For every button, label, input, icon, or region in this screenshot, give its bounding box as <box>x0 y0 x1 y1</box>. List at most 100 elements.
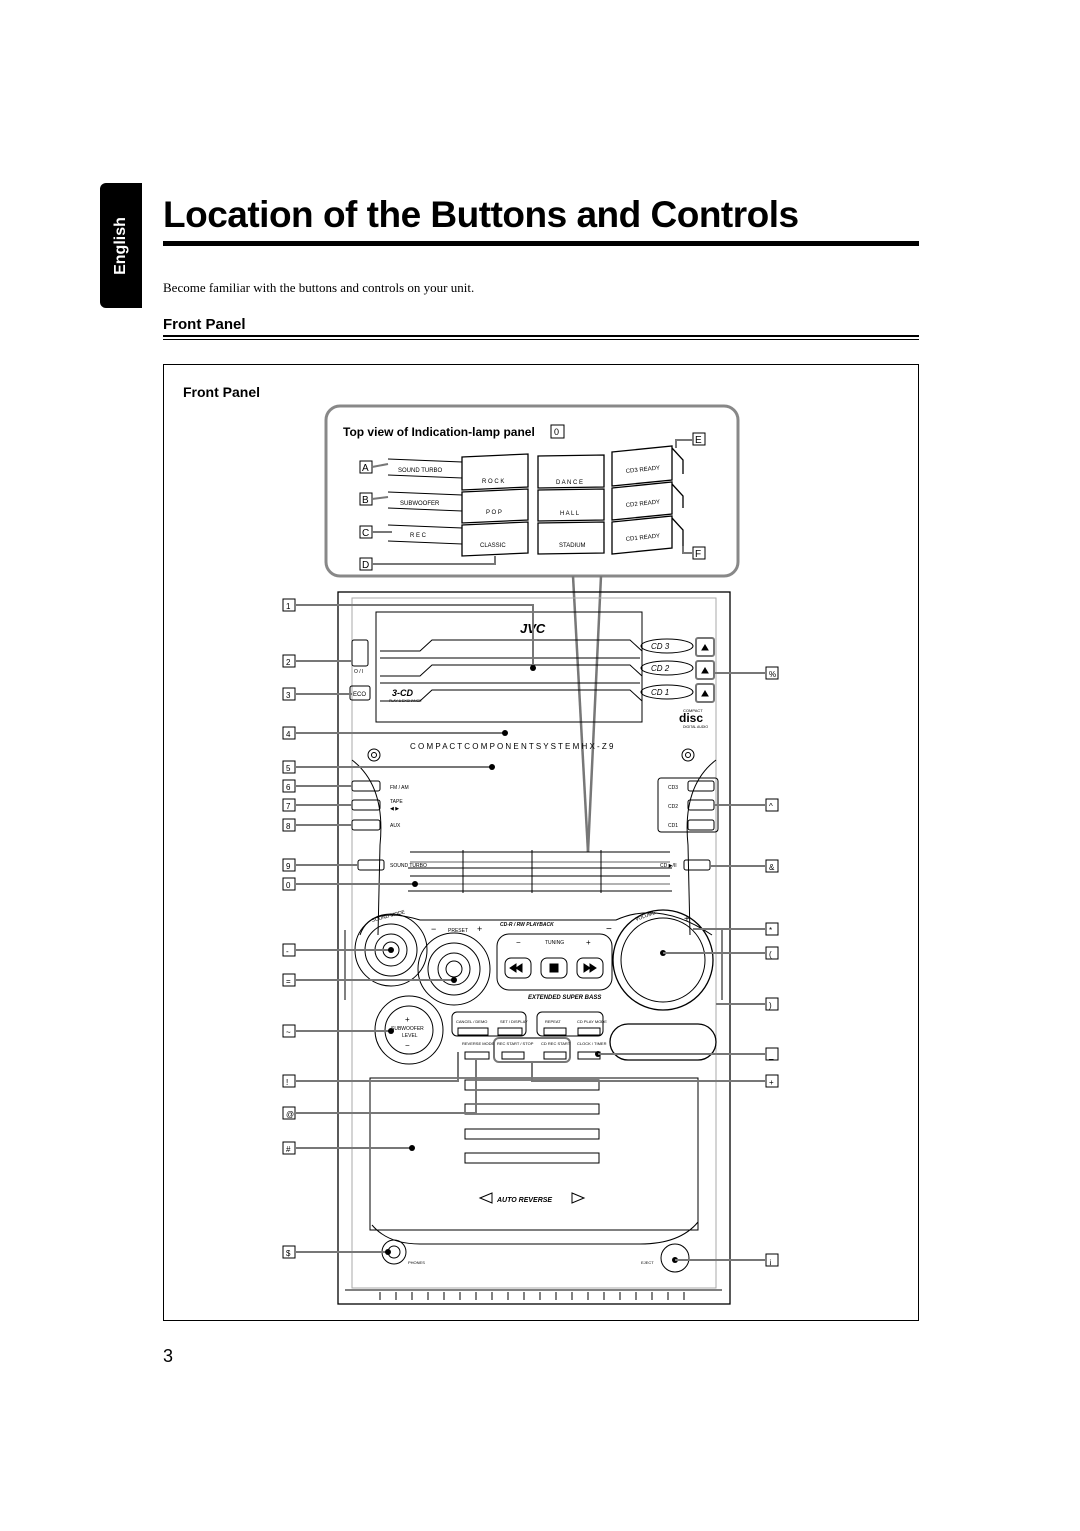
letter-c: C <box>362 528 369 539</box>
stop-button[interactable] <box>540 957 568 979</box>
callout-18: % <box>769 670 776 679</box>
section-heading: Front Panel <box>163 316 246 333</box>
svg-text:+: + <box>586 938 591 947</box>
preset-tuning-knob[interactable] <box>417 932 491 1006</box>
cd2-tray-label: CD 2 <box>651 664 670 673</box>
set-display-button[interactable] <box>497 1027 523 1036</box>
front-panel-diagram: Front Panel Top view of Indication-lamp … <box>183 384 779 1305</box>
lamp-panel-title-ref: 0 <box>554 427 559 437</box>
lamp-classic: CLASSIC <box>480 543 506 549</box>
level-label: LEVEL <box>402 1033 418 1039</box>
lamp-cd3-ready: CD3 READY <box>626 465 661 475</box>
page-title: Location of the Buttons and Controls <box>163 194 799 235</box>
callout-5: 5 <box>286 764 291 773</box>
callout-20: & <box>769 863 775 872</box>
lamp-rock: R O C K <box>482 479 504 485</box>
cd3-tray-label: CD 3 <box>651 642 670 651</box>
reverse-mode-label: REVERSE MODE <box>462 1041 495 1046</box>
callout-1: 1 <box>286 602 291 611</box>
compact-disc-logo-top: COMPACT <box>683 708 703 713</box>
power-button[interactable] <box>351 639 369 667</box>
lamp-pop: P O P <box>486 510 502 516</box>
preset-label: PRESET <box>448 928 468 934</box>
volume-knob[interactable] <box>612 909 714 1011</box>
rec-start-stop-label: REC START / STOP <box>497 1041 534 1046</box>
callout-13: ~ <box>286 1028 291 1037</box>
cd-rec-start-label: CD REC START <box>541 1041 571 1046</box>
repeat-label: REPEAT <box>545 1019 561 1024</box>
svg-text:−: − <box>516 938 521 947</box>
language-tab: English <box>100 183 142 308</box>
cd2-open-button[interactable] <box>695 660 715 680</box>
rec-start-stop-button[interactable] <box>501 1051 525 1060</box>
callout-24: _ <box>768 1051 774 1060</box>
tape-label: TAPE <box>390 799 403 805</box>
lamp-sound-turbo: SOUND TURBO <box>398 468 443 474</box>
callout-14: ! <box>286 1078 288 1087</box>
tape-arrows: ◀ ▶ <box>390 806 399 812</box>
title-rule <box>163 241 919 246</box>
aux-button[interactable] <box>351 819 381 831</box>
cd1-open-button[interactable] <box>695 683 715 703</box>
lamp-cd1-ready: CD1 READY <box>626 533 661 543</box>
rewind-button[interactable] <box>504 957 532 979</box>
intro-text: Become familiar with the buttons and con… <box>163 280 475 295</box>
cd3-open-button[interactable] <box>695 637 715 657</box>
subwoofer-label: SUBWOOFER <box>391 1026 424 1032</box>
eject-label: EJECT <box>641 1260 654 1265</box>
language-label: English <box>112 216 129 275</box>
right-callout-boxes <box>765 666 779 1267</box>
cd2-select-button[interactable] <box>687 799 715 811</box>
callout-26: ¡ <box>769 1257 772 1266</box>
left-callouts <box>296 604 534 1253</box>
figure-heading: Front Panel <box>183 384 260 400</box>
lamp-stadium: STADIUM <box>559 543 586 549</box>
callout-11: - <box>286 947 289 956</box>
changer-logo: 3-CD <box>392 688 414 698</box>
fm-am-label: FM / AM <box>390 785 409 791</box>
lamp-panel-title: Top view of Indication-lamp panel <box>343 425 535 439</box>
cd-play-label: CD ▶/II <box>660 863 677 869</box>
lamp-subwoofer: SUBWOOFER <box>400 501 440 507</box>
lamp-hall: H A L L <box>560 511 580 517</box>
repeat-button[interactable] <box>543 1027 567 1036</box>
set-display-label: SET / DISPLAY <box>500 1019 528 1024</box>
extended-super-bass-label: EXTENDED SUPER BASS <box>528 995 601 1001</box>
fm-am-button[interactable] <box>351 780 381 792</box>
lamp-cd2-ready: CD2 READY <box>626 499 661 509</box>
cancel-demo-label: CANCEL / DEMO <box>456 1019 487 1024</box>
cd-play-mode-button[interactable] <box>577 1027 601 1036</box>
callout-6: 6 <box>286 783 291 792</box>
callout-15: @ <box>286 1110 294 1119</box>
cd-rec-start-button[interactable] <box>543 1051 567 1060</box>
letter-f: F <box>695 549 701 560</box>
eco-label: ECO <box>353 692 366 698</box>
lamp-panel: Top view of Indication-lamp panel 0 A B … <box>324 404 740 578</box>
power-label: O / I <box>354 669 363 675</box>
lamp-dance: D A N C E <box>556 480 583 486</box>
letter-d: D <box>362 560 369 571</box>
unit-body: JVC CD 3 CD 2 CD 1 O / <box>337 591 731 1305</box>
eject-button[interactable] <box>660 1243 690 1273</box>
right-callouts <box>531 672 765 1261</box>
callout-7: 7 <box>286 802 291 811</box>
callout-16: # <box>286 1145 291 1154</box>
fast-forward-button[interactable] <box>576 957 604 979</box>
reverse-mode-button[interactable] <box>464 1051 490 1060</box>
cd1-select-label: CD1 <box>668 823 678 829</box>
cd3-select-button[interactable] <box>687 780 715 792</box>
section-rule-thin <box>163 339 919 340</box>
svg-text:+: + <box>477 924 482 934</box>
cancel-demo-button[interactable] <box>457 1027 489 1036</box>
aux-label: AUX <box>390 823 401 829</box>
callout-9: 9 <box>286 862 291 871</box>
svg-text:−: − <box>606 924 612 935</box>
changer-sublabel: PLAY & EXCHANGE <box>389 699 422 703</box>
letter-a: A <box>362 463 369 474</box>
model-line: C O M P A C T C O M P O N E N T S Y S T … <box>410 742 614 751</box>
tape-button[interactable] <box>351 799 381 811</box>
callout-25: + <box>769 1078 774 1087</box>
cd1-select-button[interactable] <box>687 819 715 831</box>
letter-b: B <box>362 495 369 506</box>
callout-23: ) <box>769 1001 772 1010</box>
